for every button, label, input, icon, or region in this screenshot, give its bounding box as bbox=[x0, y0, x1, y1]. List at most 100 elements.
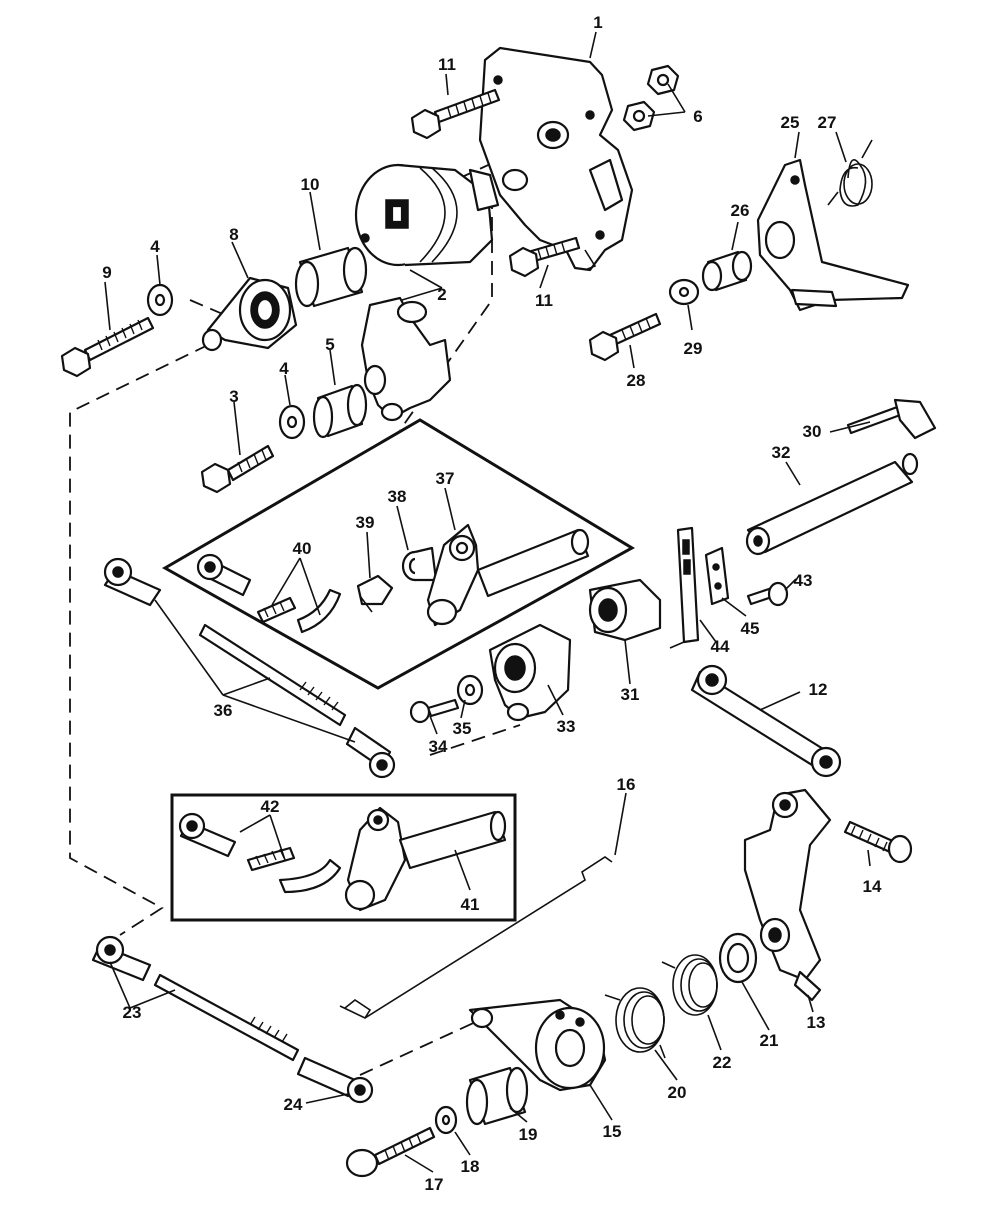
callout-43: 43 bbox=[794, 571, 813, 590]
callout-39: 39 bbox=[356, 513, 375, 532]
callout-21: 21 bbox=[760, 1031, 779, 1050]
rod-assembly-36 bbox=[103, 557, 396, 779]
callout-19: 19 bbox=[519, 1125, 538, 1144]
callout-5: 5 bbox=[325, 335, 334, 354]
screw-17 bbox=[345, 1126, 436, 1178]
spring-22 bbox=[661, 954, 718, 1016]
clip-39 bbox=[356, 574, 394, 613]
bushing-10 bbox=[294, 246, 368, 308]
callout-40: 40 bbox=[293, 539, 312, 558]
cam-lever bbox=[360, 296, 452, 422]
lever-13 bbox=[743, 788, 832, 1002]
inset-box-lower bbox=[170, 793, 517, 922]
callout-3: 3 bbox=[229, 387, 238, 406]
throttle-cam-15 bbox=[468, 998, 607, 1092]
callout-33: 33 bbox=[557, 717, 576, 736]
link-12 bbox=[690, 664, 842, 778]
bushing-26 bbox=[701, 250, 753, 292]
callout-25: 25 bbox=[781, 113, 800, 132]
callout-4-upper: 4 bbox=[150, 237, 160, 256]
washer-4-upper bbox=[146, 283, 174, 317]
inset-rod-end-40 bbox=[196, 553, 342, 634]
washer-21 bbox=[718, 932, 758, 984]
pin-30 bbox=[846, 398, 937, 440]
rod-assembly-23-24 bbox=[91, 935, 374, 1104]
shaft-32 bbox=[745, 452, 919, 556]
callout-34: 34 bbox=[429, 737, 448, 756]
assembly-line-arm bbox=[429, 724, 521, 756]
callout-10: 10 bbox=[301, 175, 320, 194]
callouts: 1 2 3 4 4 5 6 8 9 10 11 11 12 13 14 15 1… bbox=[102, 13, 882, 1194]
screw-43 bbox=[746, 581, 789, 607]
bushing-38 bbox=[401, 546, 438, 582]
bolt-3 bbox=[200, 444, 275, 494]
bolt-lower bbox=[508, 236, 581, 278]
bolt-28 bbox=[588, 312, 662, 362]
assembly-line-left bbox=[69, 299, 233, 936]
callout-44: 44 bbox=[711, 637, 730, 656]
callout-45: 45 bbox=[741, 619, 760, 638]
rod-16 bbox=[339, 856, 613, 1020]
callout-6: 6 bbox=[693, 107, 702, 126]
callout-4-lower: 4 bbox=[279, 359, 289, 378]
callout-11-upper: 11 bbox=[438, 55, 456, 74]
callout-30: 30 bbox=[803, 422, 822, 441]
callout-42: 42 bbox=[261, 797, 280, 816]
lever-25 bbox=[756, 158, 910, 312]
callout-41: 41 bbox=[461, 895, 480, 914]
lever-37 bbox=[426, 523, 590, 627]
bushing-19 bbox=[465, 1066, 529, 1126]
pivot-bracket bbox=[201, 276, 298, 352]
washer-35 bbox=[456, 674, 484, 706]
callout-23: 23 bbox=[123, 1003, 142, 1022]
cam-drum bbox=[354, 163, 500, 267]
strap-44 bbox=[669, 526, 700, 649]
bolt-upper bbox=[410, 88, 501, 140]
callout-16: 16 bbox=[617, 775, 636, 794]
assembly-line-throttle bbox=[359, 1019, 481, 1076]
screw-14 bbox=[843, 820, 913, 864]
callout-17: 17 bbox=[425, 1175, 444, 1194]
lever-41 bbox=[344, 806, 507, 912]
callout-24: 24 bbox=[284, 1095, 303, 1114]
callout-32: 32 bbox=[772, 443, 791, 462]
callout-14: 14 bbox=[863, 877, 882, 896]
cam-33 bbox=[488, 623, 572, 722]
plate-45 bbox=[704, 546, 730, 606]
washer-4-lower bbox=[278, 404, 306, 440]
callout-22: 22 bbox=[713, 1053, 732, 1072]
leader-lines bbox=[104, 31, 871, 1173]
callout-37: 37 bbox=[436, 469, 455, 488]
callout-9: 9 bbox=[102, 263, 111, 282]
inset-box-upper bbox=[161, 418, 636, 690]
callout-1: 1 bbox=[593, 13, 602, 32]
callout-15: 15 bbox=[603, 1122, 622, 1141]
callout-36: 36 bbox=[214, 701, 233, 720]
callout-11-lower: 11 bbox=[535, 291, 553, 310]
callout-20: 20 bbox=[668, 1083, 687, 1102]
spring-27 bbox=[827, 139, 873, 207]
callout-31: 31 bbox=[621, 685, 640, 704]
callout-8: 8 bbox=[229, 225, 238, 244]
callout-28: 28 bbox=[627, 371, 646, 390]
washer-29 bbox=[668, 278, 700, 306]
bracket-plate bbox=[478, 46, 634, 272]
bushing-5 bbox=[312, 383, 368, 439]
hex-nut-lower bbox=[622, 100, 656, 132]
bolt-9 bbox=[60, 316, 155, 378]
inset-rod-end-42 bbox=[178, 812, 342, 894]
callout-12: 12 bbox=[809, 680, 828, 699]
callout-29: 29 bbox=[684, 339, 703, 358]
callout-38: 38 bbox=[388, 487, 407, 506]
washer-18 bbox=[434, 1105, 458, 1135]
hex-nut-upper bbox=[646, 64, 680, 96]
coupling-31 bbox=[588, 578, 662, 642]
screw-34 bbox=[409, 698, 460, 724]
callout-13: 13 bbox=[807, 1013, 826, 1032]
callout-2: 2 bbox=[437, 285, 446, 304]
callout-26: 26 bbox=[731, 201, 750, 220]
spring-20 bbox=[604, 987, 666, 1059]
callout-35: 35 bbox=[453, 719, 472, 738]
